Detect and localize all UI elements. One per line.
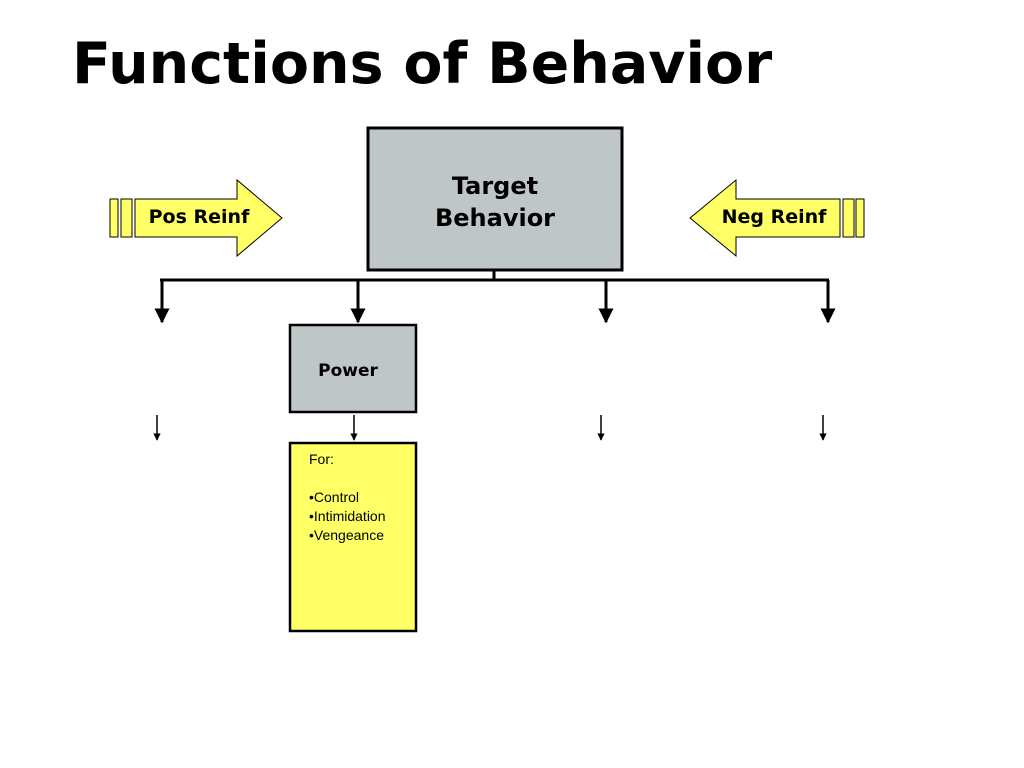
pos-reinf-arrow [109, 178, 283, 258]
target-label-line2: Behavior [434, 204, 556, 232]
note-item: Control [309, 488, 413, 507]
neg-reinf-label: Neg Reinf [721, 206, 827, 228]
pos-reinf-label: Pos Reinf [148, 206, 250, 228]
neg-reinf-arrow [689, 178, 865, 258]
target-behavior-box [366, 126, 624, 272]
note-item: Intimidation [309, 507, 413, 526]
note-item: Vengeance [309, 526, 413, 545]
note-list: Control Intimidation Vengeance [309, 488, 413, 545]
secondary-arrows [153, 415, 827, 441]
power-label: Power [318, 361, 378, 381]
target-label-line1: Target [451, 172, 539, 200]
power-note: For: Control Intimidation Vengeance [309, 450, 413, 545]
slide-title: Functions of Behavior [72, 31, 773, 97]
target-behavior-label: Target Behavior [368, 170, 622, 234]
connector-lines [154, 270, 836, 324]
power-box [288, 323, 418, 414]
note-heading: For: [309, 451, 334, 467]
